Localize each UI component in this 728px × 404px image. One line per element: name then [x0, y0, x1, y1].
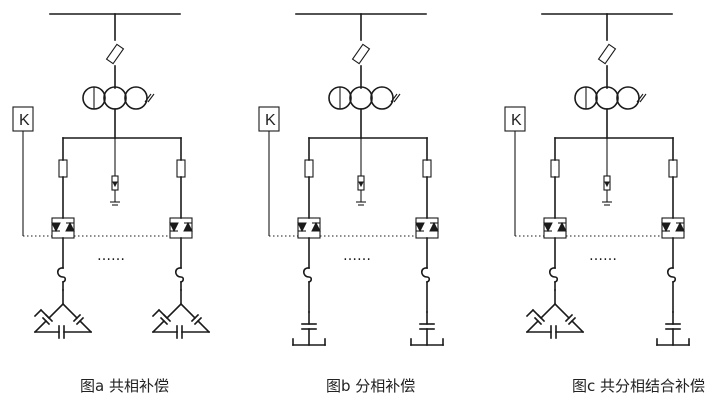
main-fuse-body	[351, 43, 371, 65]
branch-fuse	[668, 159, 678, 178]
single-capacitor	[656, 311, 690, 346]
transformer-hash	[147, 93, 155, 103]
single-capacitor	[410, 311, 444, 346]
current-transformer-group	[574, 86, 647, 110]
panel-caption: 图c 共分相结合补偿	[572, 377, 705, 395]
compensation-panel-b: K …… 图b 分相补偿	[258, 13, 444, 395]
thyristor-switch	[51, 217, 75, 239]
single-capacitor	[292, 311, 326, 346]
thyristor-diode	[311, 221, 321, 232]
thyristor-switch	[543, 217, 567, 239]
thyristor-diode	[675, 221, 685, 232]
reactor-coil	[666, 267, 677, 284]
thyristor-diode	[429, 221, 439, 232]
reactor-coil	[56, 267, 67, 284]
transformer-hash	[144, 93, 152, 103]
compensation-panel-c: K …… 图c 共分相结合补偿	[504, 13, 705, 395]
transformer-hash	[639, 93, 647, 103]
thyristor-diode	[557, 221, 567, 232]
thyristor-diode	[169, 222, 179, 233]
transformer-circle	[124, 86, 148, 110]
control-k-label: K	[19, 112, 30, 129]
main-fuse-body	[597, 43, 617, 65]
reactor-coil	[174, 267, 185, 284]
main-fuse	[597, 43, 617, 65]
reactor-coil	[302, 267, 313, 284]
panel-caption: 图b 分相补偿	[326, 377, 415, 395]
thyristor-diode	[183, 221, 193, 232]
transformer-circle	[349, 86, 373, 110]
branch-ellipsis: ……	[97, 248, 125, 264]
arrester-arrow	[358, 181, 364, 188]
thyristor-diode	[51, 222, 61, 233]
thyristor-switch	[297, 217, 321, 239]
arrester-arrow	[604, 181, 610, 188]
thyristor-diode	[543, 222, 553, 233]
delta-capacitor-bank	[33, 289, 93, 339]
branch-fuse	[550, 159, 560, 178]
thyristor-switch	[661, 217, 685, 239]
branch-fuse	[422, 159, 432, 178]
delta-capacitor-bank	[525, 289, 585, 339]
transformer-circle	[616, 86, 640, 110]
transformer-hash	[390, 93, 398, 103]
thyristor-diode	[65, 221, 75, 232]
transformer-circle	[103, 86, 127, 110]
thyristor-diode	[297, 222, 307, 233]
current-transformer-group	[328, 86, 401, 110]
main-fuse	[351, 43, 371, 65]
thyristor-diode	[661, 222, 671, 233]
thyristor-switch	[169, 217, 193, 239]
branch-fuse	[304, 159, 314, 178]
transformer-circle	[595, 86, 619, 110]
reactor-coil	[420, 267, 431, 284]
control-k-label: K	[265, 112, 276, 129]
main-fuse-body	[105, 43, 125, 65]
transformer-circle	[370, 86, 394, 110]
main-fuse	[105, 43, 125, 65]
branch-fuse	[176, 159, 186, 178]
thyristor-switch	[415, 217, 439, 239]
reactor-coil	[548, 267, 559, 284]
branch-fuse	[58, 159, 68, 178]
arrester-arrow	[112, 181, 118, 188]
control-k-label: K	[511, 112, 522, 129]
current-transformer-group	[82, 86, 155, 110]
transformer-hash	[393, 93, 401, 103]
thyristor-diode	[415, 222, 425, 233]
compensation-panel-a: K …… 图a 共相补偿	[12, 13, 211, 395]
branch-ellipsis: ……	[343, 248, 371, 264]
branch-ellipsis: ……	[589, 248, 617, 264]
transformer-hash	[636, 93, 644, 103]
panel-caption: 图a 共相补偿	[80, 377, 169, 395]
delta-capacitor-bank	[151, 289, 211, 339]
